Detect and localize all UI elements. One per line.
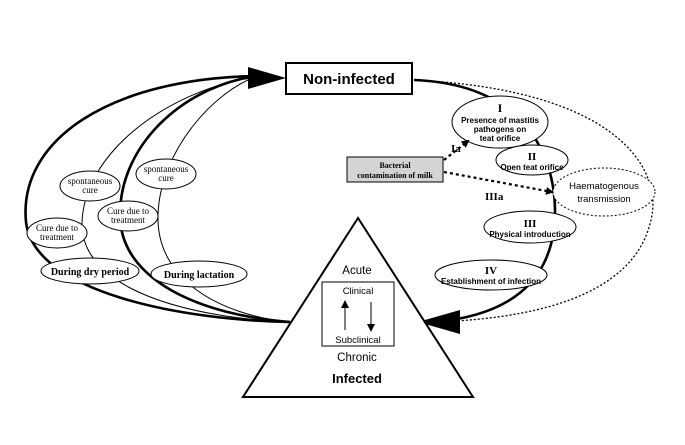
spontaneous-cure-lactation-line2: cure [158, 173, 174, 183]
haematogenous-line2: transmission [577, 194, 630, 205]
non-infected-arrowhead [248, 67, 286, 89]
cure-curves [24, 74, 291, 324]
clinical-subclinical-box [321, 281, 395, 347]
IIIa-dotted-arrow [443, 170, 554, 195]
cure-treatment-lactation-line1: Cure due to [107, 206, 149, 216]
haematogenous-oval: Haematogenous transmission [552, 167, 656, 217]
step-III-oval: III Physical introduction [483, 210, 577, 244]
chronic-label: Chronic [337, 352, 377, 364]
spontaneous-cure-lactation-oval: spontaneous cure [135, 158, 197, 190]
spontaneous-cure-lactation-line1: spontaneous [144, 164, 189, 174]
during-lactation-label: During lactation [164, 270, 235, 281]
cure-treatment-dry-line2: treatment [40, 232, 74, 242]
step-III-label: Physical introduction [489, 230, 570, 239]
during-dry-period-label: During dry period [51, 267, 130, 278]
spontaneous-cure-dry-oval: spontaneous cure [59, 170, 121, 202]
haematogenous-line1: Haematogenous [569, 181, 639, 192]
dry-period-outer-curve [24, 74, 291, 324]
step-I-line2: pathogens on [474, 125, 527, 134]
non-infected-box: Non-infected [285, 62, 413, 95]
step-IV-numeral: IV [485, 265, 497, 277]
spontaneous-cure-dry-line2: cure [82, 185, 98, 195]
spontaneous-cure-dry-line1: spontaneous [68, 176, 113, 186]
subclinical-label: Subclinical [335, 335, 380, 346]
bacterial-contamination-box: Bacterial contamination of milk [346, 156, 444, 183]
infected-triangle: Acute Clinical Subclinical Chronic Infec… [241, 216, 475, 398]
cure-treatment-lactation-line2: treatment [111, 215, 145, 225]
Ia-dotted-arrow [443, 139, 470, 161]
during-lactation-oval: During lactation [150, 260, 248, 288]
step-I-line3: teat orifice [480, 134, 521, 143]
cure-treatment-dry-line1: Cure due to [36, 223, 78, 233]
non-infected-label: Non-infected [303, 71, 395, 88]
cure-treatment-dry-oval: Cure due to treatment [26, 217, 88, 249]
cure-treatment-lactation-oval: Cure due to treatment [97, 200, 159, 232]
step-I-numeral: I [498, 101, 503, 115]
bacterial-line1: Bacterial [379, 161, 411, 170]
step-I-oval: I Presence of mastitis pathogens on teat… [451, 95, 549, 149]
Ia-label: Ia [451, 143, 461, 155]
haematogenous-path-curve [413, 79, 654, 323]
step-IV-label: Establishment of infection [441, 277, 541, 286]
IIIa-label: IIIa [485, 191, 504, 203]
step-II-oval: II Open teat orifice [495, 144, 569, 176]
infected-arrowhead [418, 310, 460, 334]
during-dry-period-oval: During dry period [40, 257, 140, 285]
step-IV-oval: IV Establishment of infection [434, 259, 548, 291]
step-II-numeral: II [528, 151, 537, 163]
bacterial-line2: contamination of milk [357, 171, 433, 180]
step-III-numeral: III [524, 218, 537, 230]
clinical-label: Clinical [343, 286, 374, 297]
infected-label: Infected [332, 371, 382, 386]
step-I-line1: Presence of mastitis [461, 116, 539, 125]
step-II-label: Open teat orifice [500, 163, 564, 172]
acute-label: Acute [342, 265, 371, 277]
dry-period-spontaneous-curve [81, 75, 291, 323]
